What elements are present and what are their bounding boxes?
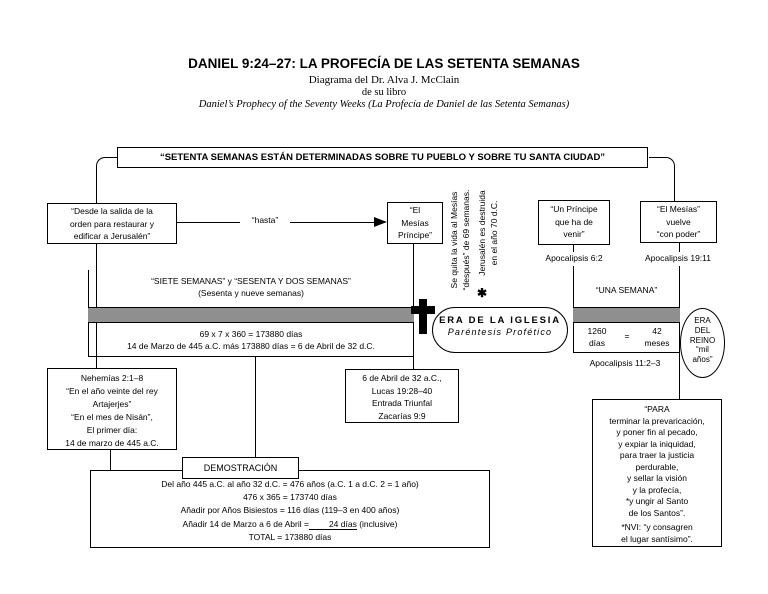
hasta-label: “hasta” (240, 215, 290, 225)
seventy-weeks-banner: “SETENTA SEMANAS ESTÁN DETERMINADAS SOBR… (117, 147, 648, 168)
arrowhead-icon (374, 217, 387, 227)
demostracion-box: Del año 445 a.C. al año 32 d.C. = 476 añ… (90, 470, 490, 548)
weeks69-timeline-bar (88, 307, 414, 323)
mesias-principe-box: “El Mesías Príncipe” (387, 202, 443, 244)
connector-banner-to-vuelve (649, 157, 675, 201)
week70-header: “UNA SEMANA” (595, 285, 658, 295)
connector-desde-to-nehemiah (96, 244, 97, 368)
un-principe-box: “Un Príncipe que ha de venir” (538, 200, 610, 245)
purpose-nvi-note: *NVI: “y consagren el lugar santísimo”. (621, 522, 693, 544)
weeks69-bottom-border (88, 356, 414, 357)
diagram-author-subtitle: Diagrama del Dr. Alva J. McClain (308, 74, 460, 86)
rotated-note-jerusalem-destroyed: Jerusalén es destruida en el año 70 d.C. (477, 190, 499, 276)
page-title: DANIEL 9:24–27: LA PROFECÍA DE LAS SETEN… (188, 56, 580, 71)
demostracion-total-line: TOTAL = 173880 días (248, 531, 332, 542)
weeks69-header: “SIETE SEMANAS” y “SESENTA Y DOS SEMANAS… (151, 276, 351, 298)
rotated-note-messiah-cut-off: Se quita la vida al Mesías “después” de … (449, 189, 471, 291)
vuelve-scripture-ref: Apocalipsis 19:11 (645, 253, 711, 263)
demostracion-line-3: Añadir por Años Bisiestos = 116 días (11… (180, 505, 400, 516)
connector-nehemiah-to-demostracion (110, 450, 111, 470)
connector-banner-to-desde (96, 157, 117, 203)
week70-timeline-bar (573, 307, 680, 323)
kingdom-era-ellipse: ERA DEL REINO “mil años” (680, 308, 725, 378)
purpose-text: “PARA terminar la prevaricación, y poner… (609, 404, 705, 518)
demostracion-line-4: Añadir 14 de Marzo a 6 de Abril =24 días… (91, 518, 489, 531)
triumphal-entry-box: 6 de Abril de 32 a.C., Lucas 19:28–40 En… (345, 369, 459, 423)
cross-icon (419, 299, 427, 334)
week70-equals: = (624, 331, 630, 341)
connector-timeline-to-demostracion (255, 357, 256, 457)
weeks69-calculation: 69 x 7 x 360 = 173880 días 14 de Marzo d… (127, 329, 375, 351)
from-his-book-label: de su libro (361, 87, 407, 98)
asterisk-icon: ✱ (476, 286, 488, 300)
mesias-vuelve-box: “El Mesías” vuelve “con poder” (640, 201, 717, 243)
week70-bottom-border (573, 352, 680, 353)
nehemiah-box: Nehemías 2:1–8 “En el año veinte del rey… (47, 368, 177, 450)
week70-months: 42 meses (644, 326, 670, 348)
week70-scripture-ref: Apocalipsis 11:2–3 (589, 358, 661, 368)
demostracion-line-4-underlined: 24 días (308, 518, 357, 530)
tick-principe-ref (573, 245, 574, 252)
church-era-subtitle: Paréntesis Profético (447, 327, 553, 337)
church-era-title: ERA DE LA IGLESIA (439, 315, 561, 326)
week70-days: 1260 días (587, 326, 607, 348)
church-era-capsule: ERA DE LA IGLESIA Paréntesis Profético (432, 307, 568, 353)
week70-right-border-to-purpose (679, 266, 680, 399)
cross-icon-arm (411, 306, 435, 314)
demostracion-line-4-pre: Añadir 14 de Marzo a 6 de Abril = (182, 518, 309, 529)
tick-vuelve-ref (679, 243, 680, 252)
principe-scripture-ref: Apocalipsis 6:2 (545, 253, 603, 263)
demostracion-tab: DEMOSTRACIÓN (182, 457, 299, 479)
demostracion-line-1: Del año 445 a.C. al año 32 d.C. = 476 añ… (161, 479, 419, 489)
desde-la-salida-box: “Desde la salida de la orden para restau… (47, 203, 177, 244)
demostracion-line-2: 476 x 365 = 173740 días (243, 492, 337, 503)
purpose-box: “PARA terminar la prevaricación, y poner… (592, 399, 722, 547)
demostracion-line-4-post: (inclusive) (356, 518, 398, 529)
book-title: Daniel’s Prophecy of the Seventy Weeks (… (198, 99, 570, 110)
